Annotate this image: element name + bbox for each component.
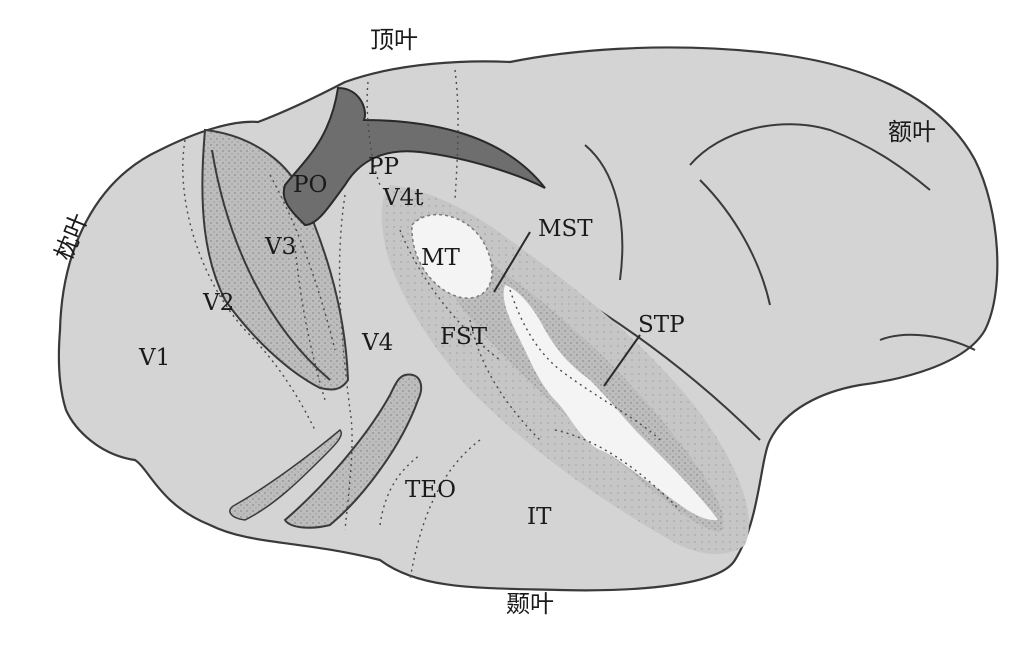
lunate-sulcus: [211, 149, 331, 381]
stp-pointer: [603, 334, 641, 387]
mt-area: [411, 213, 493, 299]
area-v3-label: V3: [264, 234, 296, 260]
area-it-label: IT: [527, 504, 552, 530]
area-mst-label: MST: [538, 216, 593, 242]
sts-fundus: [503, 285, 718, 521]
parietal-lobe-label: 顶叶: [370, 26, 418, 54]
v3-v4-boundary: [294, 244, 326, 401]
v1-v2-boundary: [182, 139, 316, 431]
temporal-sulcus-band: [283, 373, 423, 529]
area-po-label: PO: [293, 172, 327, 198]
frontal-sulcus-3: [879, 333, 976, 351]
arcuate-sulcus: [584, 144, 624, 281]
area-v1-label: V1: [138, 345, 170, 371]
frontal-sulcus-2: [699, 179, 771, 306]
temporal-lobe-label: 颞叶: [506, 590, 554, 618]
parieto-occipital-dark-sulcus: [282, 86, 546, 227]
area-pp-label: PP: [368, 154, 399, 180]
area-v4t-label: V4t: [382, 185, 424, 211]
area-fst-label: FST: [440, 324, 488, 350]
fst-boundary: [469, 319, 541, 441]
mst-boundary: [509, 289, 661, 441]
teo-it-boundary: [409, 439, 481, 581]
area-teo-label: TEO: [405, 477, 456, 503]
area-mt-label: MT: [421, 245, 461, 271]
v4t-boundary: [399, 229, 501, 361]
area-stp-label: STP: [638, 312, 685, 338]
area-v2-label: V2: [202, 290, 234, 316]
frontal-lobe-label: 额叶: [888, 118, 936, 146]
area-v4-label: V4: [361, 330, 393, 356]
frontal-sulcus-1: [689, 123, 931, 191]
pp-boundary: [454, 69, 459, 201]
temporal-sulcus-band-2: [229, 428, 342, 521]
mst-pointer: [493, 231, 531, 293]
v4-boundary: [338, 194, 353, 531]
